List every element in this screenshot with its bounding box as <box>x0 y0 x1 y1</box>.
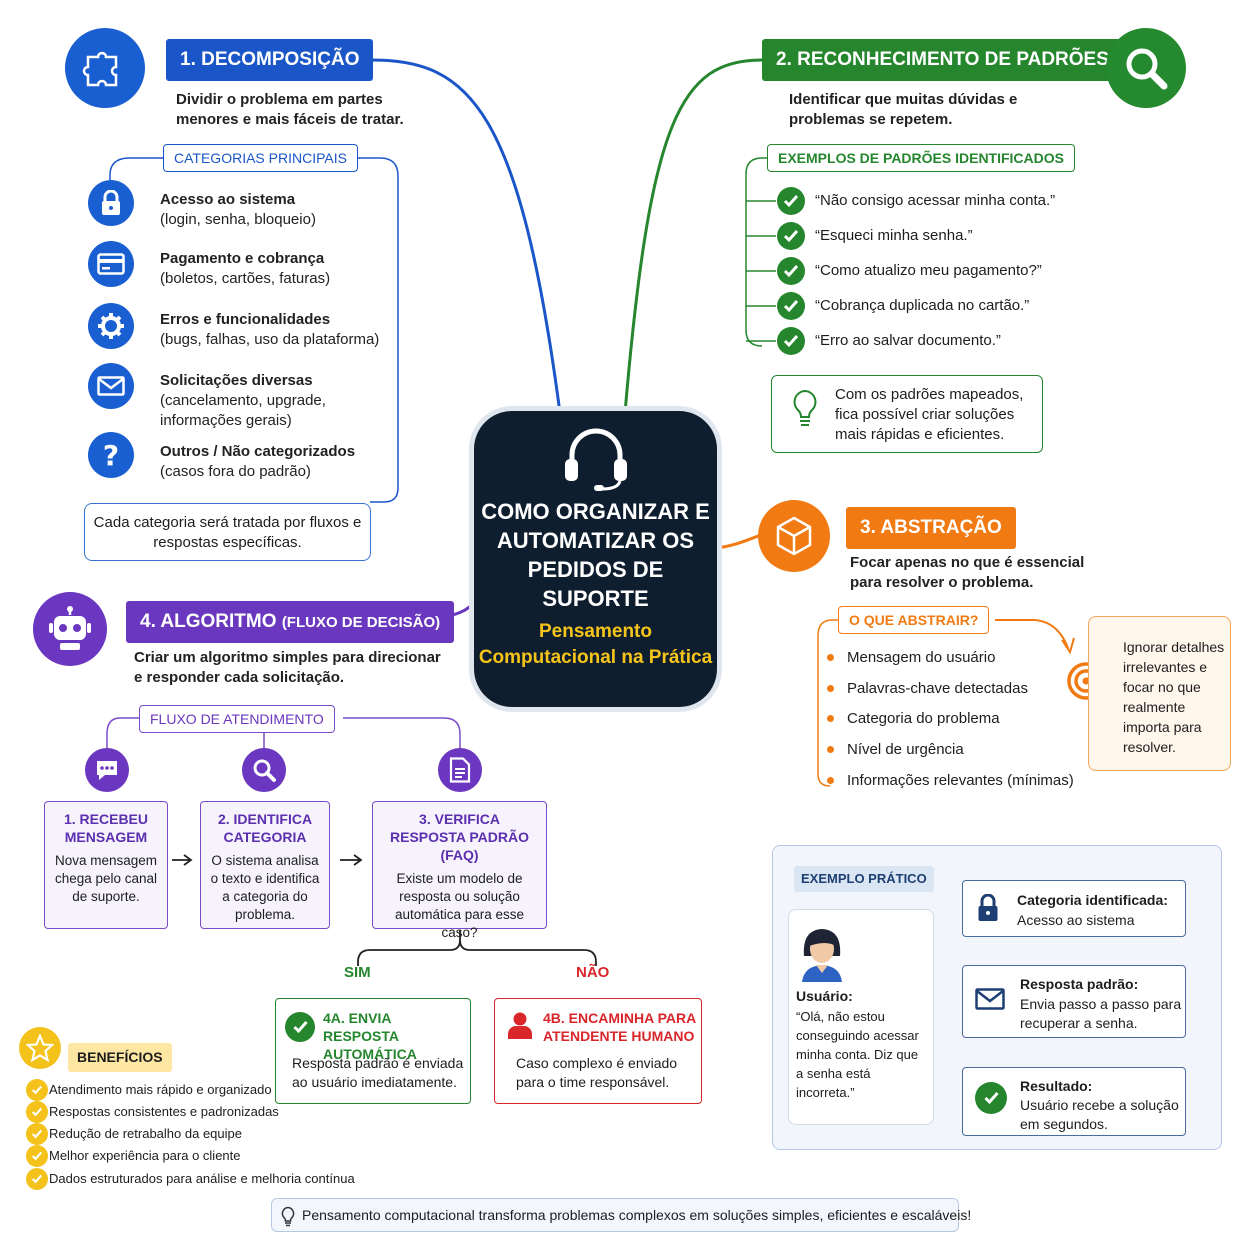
decomposicao-note: Cada categoria será tratada por fluxos e… <box>84 503 371 561</box>
check-icon <box>26 1101 48 1123</box>
star-icon <box>19 1027 61 1069</box>
chat-icon <box>85 748 129 792</box>
check-icon <box>975 1082 1007 1114</box>
categorias-label: CATEGORIAS PRINCIPAIS <box>163 144 358 172</box>
pattern-item: “Esqueci minha senha.” <box>815 227 973 244</box>
abstracao-desc: Focar apenas no que é essencial para res… <box>850 554 1085 591</box>
decomposicao-desc: Dividir o problema em partes menores e m… <box>176 91 404 128</box>
category-item: Erros e funcionalidades(bugs, falhas, us… <box>160 311 380 348</box>
bullet <box>827 715 834 722</box>
beneficio-item: Respostas consistentes e padronizadas <box>49 1104 279 1119</box>
algoritmo-desc: Criar um algoritmo simples para direcion… <box>134 649 441 686</box>
padroes-desc: Identificar que muitas dúvidas e problem… <box>789 91 1018 128</box>
check-icon <box>777 222 805 250</box>
envelope-icon <box>975 988 1005 1010</box>
algoritmo-header: 4. ALGORITMO (FLUXO DE DECISÃO) <box>126 601 455 643</box>
beneficios-label: BENEFÍCIOS <box>68 1043 172 1072</box>
check-icon <box>26 1168 48 1190</box>
user-quote: “Olá, não estou conseguindo acessar minh… <box>796 1009 919 1100</box>
exemplo-step: Resultado: Usuário recebe a solução em s… <box>962 1067 1186 1136</box>
nao-label: NÃO <box>576 964 610 981</box>
resultado-sim: 4A. ENVIA RESPOSTA AUTOMÁTICA Resposta p… <box>275 998 471 1104</box>
fluxo-label: FLUXO DE ATENDIMENTO <box>139 705 335 733</box>
abstracao-item: Nível de urgência <box>847 741 964 758</box>
gear-icon <box>88 303 134 349</box>
category-item: Outros / Não categorizados(casos fora do… <box>160 443 356 480</box>
resultado-nao: 4B. ENCAMINHA PARA ATENDENTE HUMANO Caso… <box>494 998 702 1104</box>
bullet <box>827 654 834 661</box>
check-icon <box>285 1012 315 1042</box>
lightbulb-icon <box>793 389 817 426</box>
category-item: Acesso ao sistema(login, senha, bloqueio… <box>160 191 316 228</box>
check-icon <box>777 187 805 215</box>
check-icon <box>26 1123 48 1145</box>
padroes-note: Com os padrões mapeados, fica possível c… <box>771 375 1043 453</box>
puzzle-icon <box>65 28 145 108</box>
lock-icon <box>978 894 998 921</box>
check-icon <box>777 292 805 320</box>
headset-icon <box>565 428 627 491</box>
pattern-item: “Não consigo acessar minha conta.” <box>815 192 1056 209</box>
beneficio-item: Melhor experiência para o cliente <box>49 1148 241 1163</box>
magnifier-icon <box>1106 28 1186 108</box>
lock-icon <box>88 180 134 226</box>
check-icon <box>26 1079 48 1101</box>
flow-step: 2. IDENTIFICA CATEGORIA O sistema analis… <box>200 801 330 929</box>
envelope-icon <box>88 363 134 409</box>
decomposicao-header: 1. DECOMPOSIÇÃO <box>166 39 374 81</box>
central-topic: COMO ORGANIZAR E AUTOMATIZAR OS PEDIDOS … <box>474 411 717 707</box>
beneficio-item: Atendimento mais rápido e organizado <box>49 1082 272 1097</box>
abstracao-item: Informações relevantes (mínimas) <box>847 772 1074 789</box>
bullet <box>827 685 834 692</box>
card-icon <box>88 241 134 287</box>
abstracao-note-text: Ignorar detalhes irrelevantes e focar no… <box>1123 639 1225 755</box>
robot-icon <box>33 592 107 666</box>
sim-label: SIM <box>344 964 371 981</box>
pattern-item: “Cobrança duplicada no cartão.” <box>815 297 1030 314</box>
padroes-header: 2. RECONHECIMENTO DE PADRÕES <box>762 39 1123 81</box>
beneficio-item: Dados estruturados para análise e melhor… <box>49 1171 355 1186</box>
flow-step: 3. VERIFICA RESPOSTA PADRÃO (FAQ) Existe… <box>372 801 547 940</box>
question-icon: ? <box>88 432 134 478</box>
lightbulb-icon <box>281 1206 295 1227</box>
pattern-item: “Como atualizo meu pagamento?” <box>815 262 1042 279</box>
check-icon <box>26 1145 48 1167</box>
padroes-note-text: Com os padrões mapeados, fica possível c… <box>835 386 1024 443</box>
bullet <box>827 746 834 753</box>
category-item: Pagamento e cobrança(boletos, cartões, f… <box>160 250 331 287</box>
check-icon <box>777 257 805 285</box>
abstracao-item: Mensagem do usuário <box>847 649 996 666</box>
abstracao-item: Palavras-chave detectadas <box>847 680 1028 697</box>
central-title: COMO ORGANIZAR E AUTOMATIZAR OS PEDIDOS … <box>481 499 710 611</box>
pattern-item: “Erro ao salvar documento.” <box>815 332 1001 349</box>
category-item: Solicitações diversas(cancelamento, upgr… <box>160 372 326 429</box>
check-icon <box>777 327 805 355</box>
central-subtitle: Pensamento Computacional na Prática <box>478 621 713 668</box>
user-avatar-icon <box>802 929 842 982</box>
bullet <box>827 777 834 784</box>
document-icon <box>438 748 482 792</box>
exemplo-label: EXEMPLO PRÁTICO <box>794 866 934 892</box>
exemplo-step: Resposta padrão: Envia passo a passo par… <box>962 965 1186 1038</box>
cube-icon <box>758 500 830 572</box>
magnifier-icon <box>242 748 286 792</box>
exemplos-label: EXEMPLOS DE PADRÕES IDENTIFICADOS <box>767 144 1075 172</box>
user-label: Usuário: <box>796 988 853 1004</box>
abstracao-item: Categoria do problema <box>847 710 1000 727</box>
footer-text: Pensamento computacional transforma prob… <box>302 1207 972 1223</box>
abstracao-note: Ignorar detalhes irrelevantes e focar no… <box>1088 616 1231 771</box>
beneficio-item: Redução de retrabalho da equipe <box>49 1126 242 1141</box>
footer-banner: Pensamento computacional transforma prob… <box>271 1198 971 1232</box>
exemplo-step: Categoria identificada: Acesso ao sistem… <box>962 880 1186 937</box>
flow-step: 1. RECEBEU MENSAGEM Nova mensagem chega … <box>44 801 168 929</box>
abstrair-label: O QUE ABSTRAIR? <box>838 606 990 634</box>
abstracao-header: 3. ABSTRAÇÃO <box>846 507 1016 549</box>
user-card: Usuário: “Olá, não estou conseguindo ace… <box>788 909 934 1125</box>
person-icon <box>508 1012 532 1039</box>
